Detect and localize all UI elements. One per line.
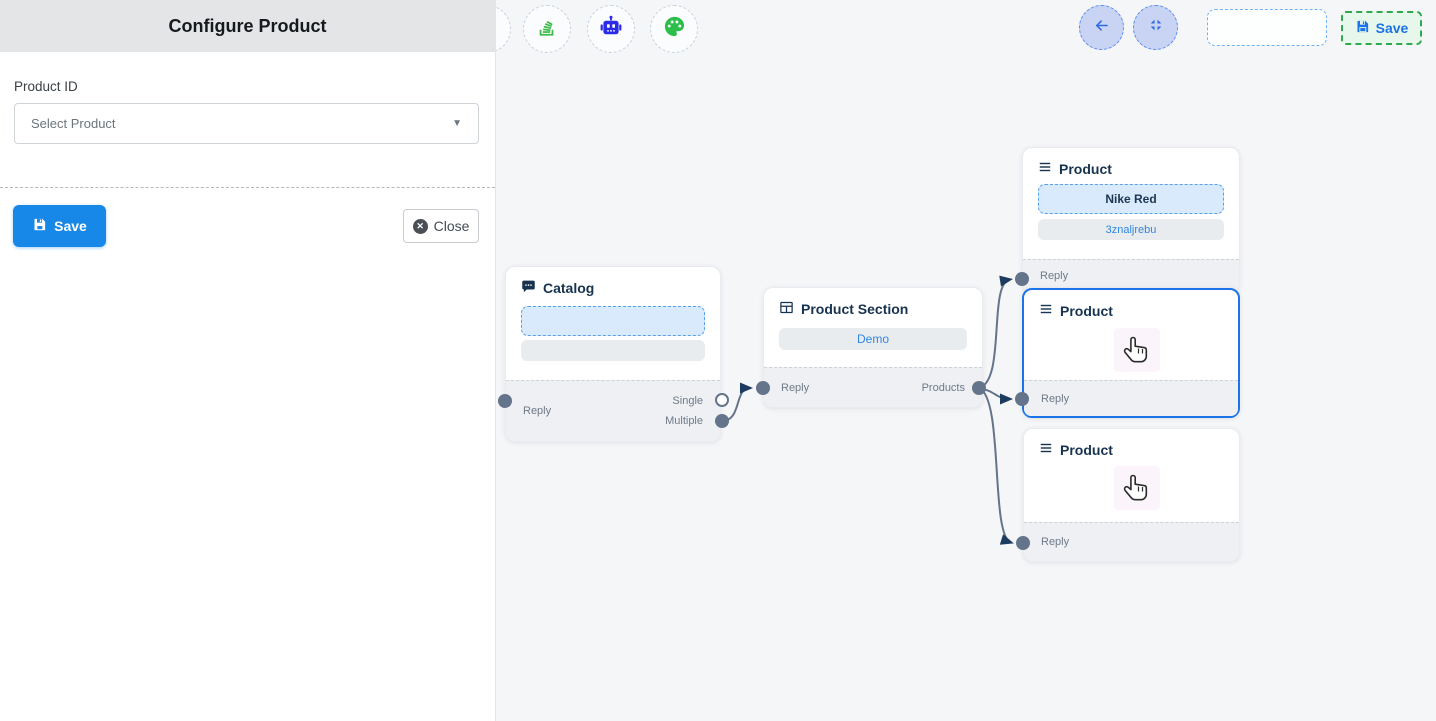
node-product-middle-footer: Reply (1024, 380, 1238, 416)
configure-product-panel: Configure Product Product ID Select Prod… (0, 0, 496, 721)
node-catalog[interactable]: Catalog Reply Single Multiple (505, 266, 721, 442)
node-product-bottom-title: Product (1060, 441, 1113, 458)
product-section-item[interactable]: Demo (779, 328, 967, 350)
node-product-bottom-header: Product (1024, 429, 1239, 462)
product-section-reply-handle[interactable] (756, 381, 770, 395)
toolbar-button-theme[interactable] (650, 5, 698, 53)
catalog-multiple-handle[interactable] (715, 414, 729, 428)
panel-close-button[interactable]: ✕ Close (403, 209, 479, 243)
product-middle-reply-label: Reply (1041, 392, 1070, 405)
panel-title: Configure Product (168, 15, 327, 36)
product-top-id[interactable]: 3znaljrebu (1038, 219, 1224, 240)
product-section-products-handle[interactable] (972, 381, 986, 395)
node-product-middle[interactable]: Product Reply (1022, 288, 1240, 418)
chat-icon (521, 279, 536, 297)
stack-icon (536, 16, 558, 43)
catalog-reply-label: Reply (523, 405, 552, 417)
panel-header: Configure Product (0, 0, 495, 52)
panel-close-label: Close (433, 218, 470, 234)
node-product-bottom[interactable]: Product Reply (1023, 428, 1240, 562)
panel-save-button[interactable]: Save (13, 205, 106, 247)
close-icon: ✕ (412, 218, 428, 234)
robot-icon (599, 15, 623, 44)
panel-divider (0, 187, 495, 188)
menu-icon (1038, 160, 1052, 177)
cursor-hand-graphic (1114, 466, 1160, 510)
node-catalog-header: Catalog (506, 267, 720, 301)
product-id-label: Product ID (14, 79, 78, 94)
menu-icon (1039, 302, 1053, 319)
product-middle-reply-handle[interactable] (1015, 392, 1029, 406)
save-icon (1355, 19, 1370, 37)
product-section-products-label: Products (921, 381, 965, 394)
product-top-option-label: Nike Red (1105, 192, 1157, 206)
menu-icon (1039, 441, 1053, 458)
node-product-section-footer: Reply Products (764, 367, 982, 407)
product-top-option[interactable]: Nike Red (1038, 184, 1224, 214)
flow-save-button[interactable]: Save (1341, 11, 1422, 45)
product-select-value: Select Product (31, 116, 116, 131)
node-product-section-title: Product Section (801, 301, 909, 317)
empty-action-button[interactable] (1207, 9, 1327, 46)
palette-icon (663, 15, 686, 43)
arrow-left-icon (1092, 16, 1111, 40)
product-select[interactable]: Select Product ▼ (14, 103, 479, 144)
edge-section-to-product-bottom (978, 387, 1014, 545)
toolbar-button-stack[interactable] (523, 5, 571, 53)
node-product-top-footer: Reply (1023, 259, 1239, 292)
product-section-item-label: Demo (856, 332, 889, 346)
panel-save-label: Save (54, 218, 87, 234)
node-catalog-title: Catalog (543, 280, 595, 296)
node-product-bottom-footer: Reply (1024, 522, 1239, 561)
catalog-reply-handle[interactable] (498, 394, 512, 408)
flow-canvas[interactable]: Save Catalog Reply Sin (463, 0, 1436, 721)
node-product-top-title: Product (1059, 160, 1112, 177)
edge-section-to-product-top (978, 275, 1013, 389)
catalog-single-label: Single (672, 395, 703, 407)
product-top-id-label: 3znaljrebu (1105, 223, 1157, 236)
node-product-middle-title: Product (1060, 302, 1113, 319)
back-button[interactable] (1079, 5, 1124, 50)
fit-view-button[interactable] (1133, 5, 1178, 50)
product-bottom-reply-label: Reply (1041, 536, 1070, 548)
node-product-section[interactable]: Product Section Demo Reply Products (763, 287, 983, 408)
save-icon (32, 217, 47, 235)
product-top-reply-handle[interactable] (1015, 272, 1029, 286)
catalog-secondary-field[interactable] (521, 340, 705, 361)
compress-icon (1148, 17, 1164, 38)
flow-save-label: Save (1375, 20, 1409, 36)
node-product-top-header: Product (1023, 148, 1239, 181)
grid-icon (779, 300, 794, 318)
node-catalog-footer: Reply Single Multiple (506, 380, 720, 441)
catalog-selected-field[interactable] (521, 306, 705, 336)
catalog-single-handle[interactable] (715, 393, 729, 407)
cursor-hand-graphic (1114, 328, 1160, 372)
node-product-middle-header: Product (1024, 290, 1238, 323)
product-section-reply-label: Reply (781, 381, 810, 394)
catalog-multiple-label: Multiple (665, 415, 703, 427)
chevron-down-icon: ▼ (452, 118, 462, 129)
node-product-section-header: Product Section (764, 288, 982, 322)
product-bottom-reply-handle[interactable] (1016, 536, 1030, 550)
toolbar-button-bot[interactable] (587, 5, 635, 53)
product-top-reply-label: Reply (1040, 270, 1069, 282)
node-product-top[interactable]: Product Nike Red 3znaljrebu Reply (1022, 147, 1240, 293)
